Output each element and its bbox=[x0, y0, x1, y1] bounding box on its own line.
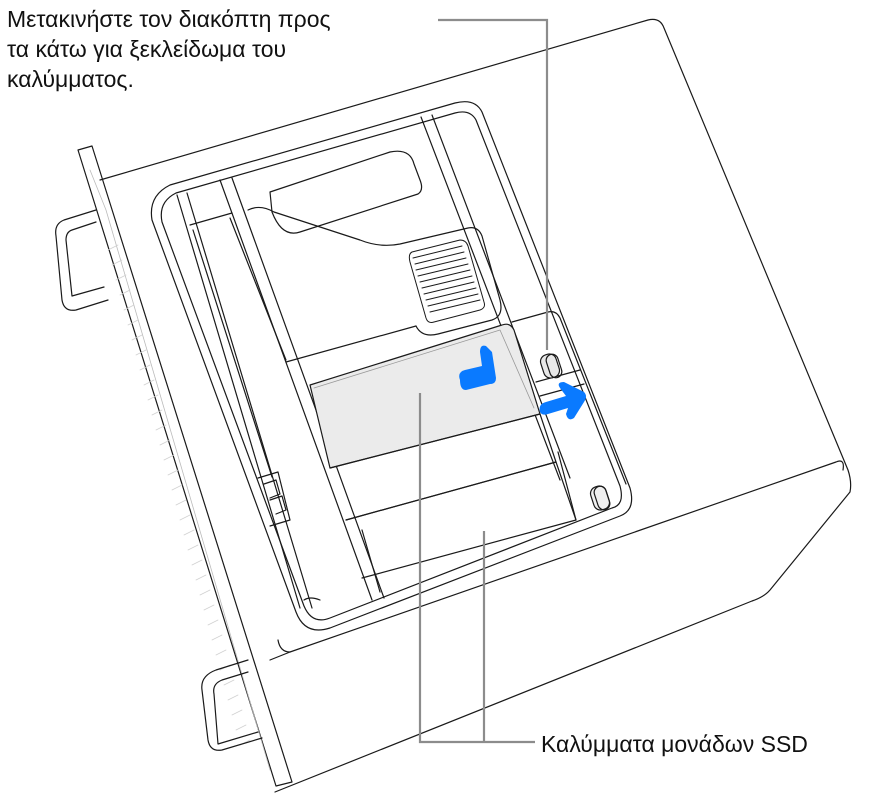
cavity-frame bbox=[150, 101, 633, 631]
top-handle bbox=[55, 209, 109, 311]
latch-callout-line-1: Μετακινήστε τον διακόπτη προς bbox=[7, 6, 331, 32]
interior-rails bbox=[176, 114, 571, 609]
latch-leader bbox=[438, 18, 549, 350]
connector-clips bbox=[257, 471, 291, 527]
arrow-icons bbox=[459, 345, 586, 420]
latch-callout-text: Μετακινήστε τον διακόπτη προς τα κάτω γι… bbox=[7, 4, 437, 94]
latch-callout-line-3: καλύμματος. bbox=[7, 66, 134, 92]
ssd-leader-1 bbox=[418, 393, 535, 744]
upper-cover bbox=[229, 150, 502, 363]
chassis-body bbox=[99, 18, 852, 793]
bottom-handle bbox=[201, 659, 263, 751]
vent-grille bbox=[408, 239, 485, 323]
ssd-covers-callout-text: Καλύμματα μονάδων SSD bbox=[541, 731, 808, 757]
latch-slide-arrow bbox=[539, 382, 586, 420]
latch-switch-top bbox=[539, 353, 563, 379]
grille-pattern bbox=[107, 244, 251, 746]
front-panel bbox=[77, 145, 293, 787]
ssd-cover-lower bbox=[329, 413, 577, 593]
latch-callout-line-2: τα κάτω για ξεκλείδωμα του bbox=[7, 36, 287, 62]
leader-lines bbox=[418, 18, 549, 744]
latch-switch-bottom bbox=[589, 485, 611, 511]
slide-ssd-cover-arrow bbox=[459, 345, 496, 390]
